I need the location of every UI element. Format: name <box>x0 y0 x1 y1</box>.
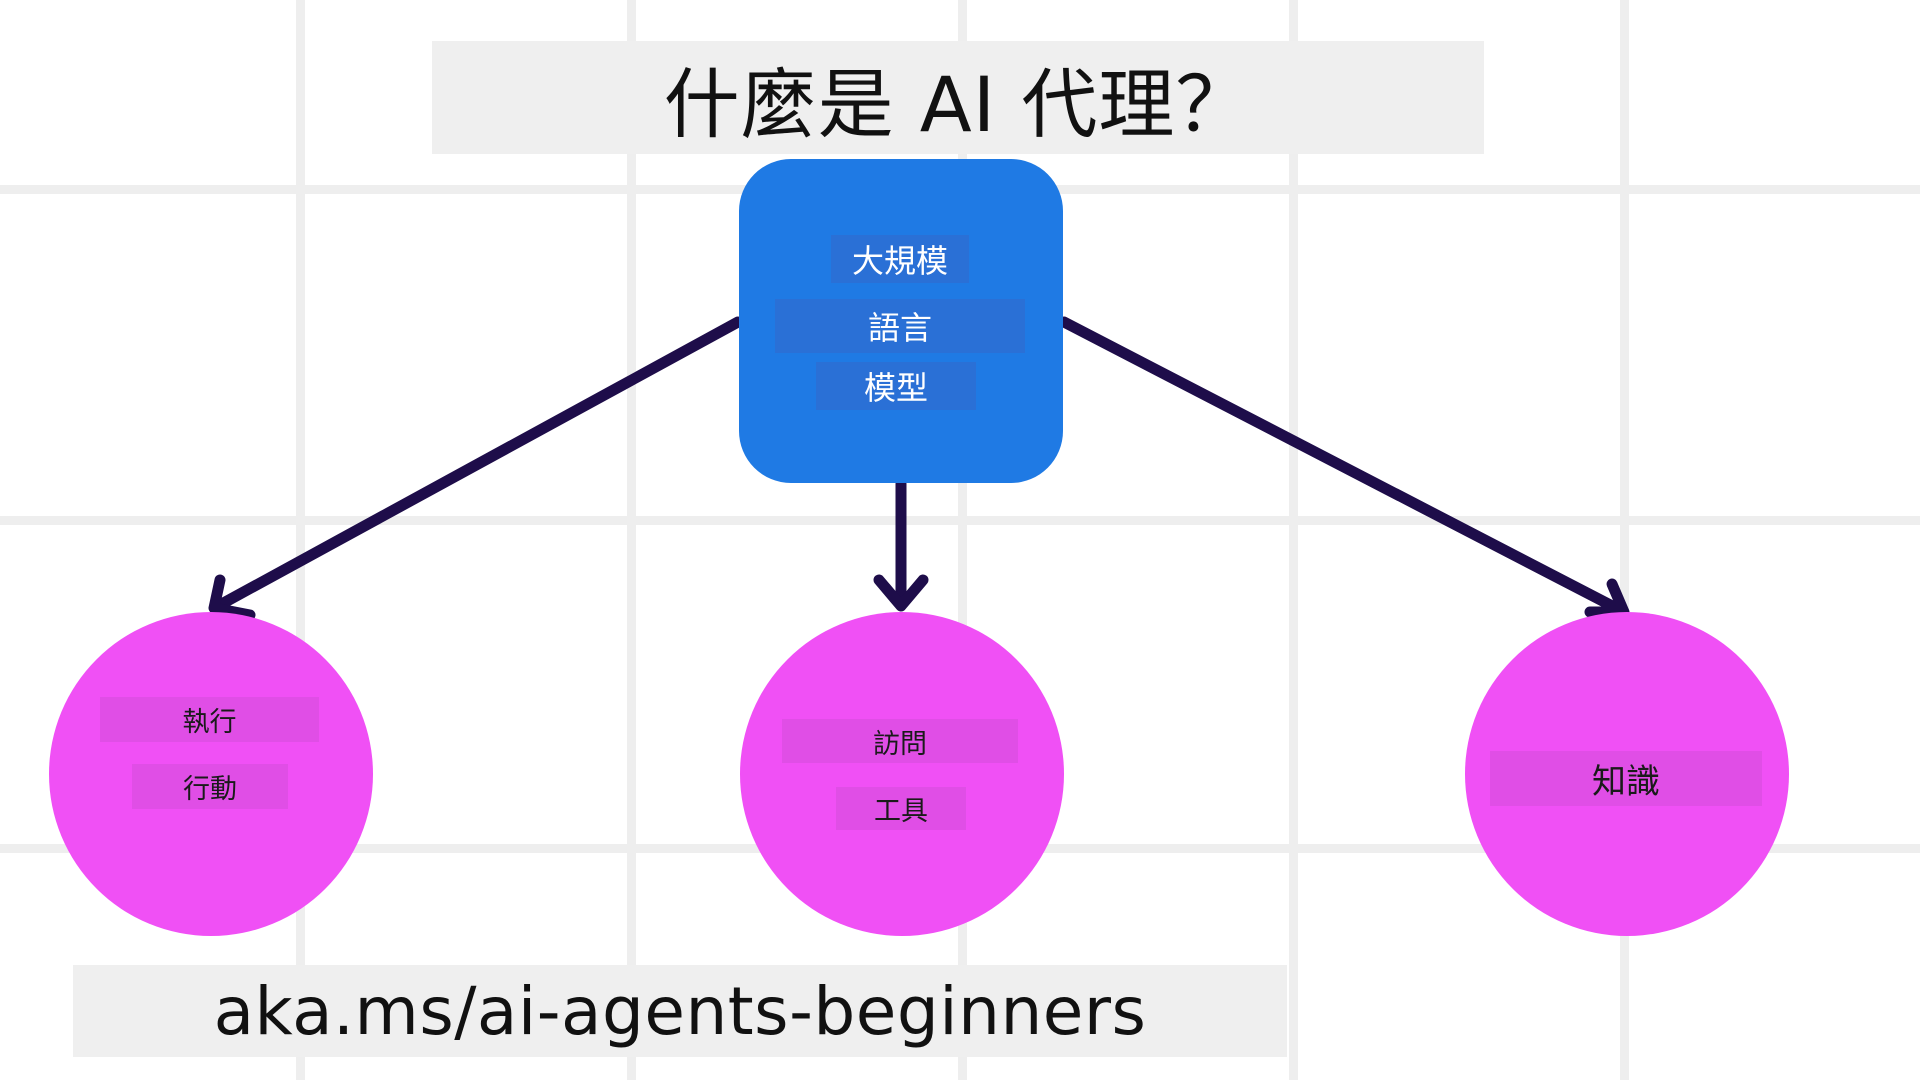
knowledge-label: 知識 <box>1490 751 1762 806</box>
action-label-line-1: 執行 <box>100 697 319 742</box>
action-label-line-2: 行動 <box>132 764 288 809</box>
tools-node: 訪問 工具 <box>740 612 1064 936</box>
arrowhead-action <box>208 574 256 621</box>
llm-label-line-3: 模型 <box>816 362 976 410</box>
llm-label-line-1: 大規模 <box>831 235 969 283</box>
grid-line <box>0 516 1920 525</box>
tools-label-line-2: 工具 <box>836 787 966 830</box>
grid-line <box>958 0 967 1080</box>
llm-label-line-2: 語言 <box>775 299 1025 353</box>
footer-banner: aka.ms/ai-agents-beginners <box>73 965 1287 1057</box>
arrow-to-knowledge <box>1058 316 1626 616</box>
title-banner: 什麼是 AI 代理？ <box>432 41 1484 154</box>
grid-line <box>1289 0 1298 1080</box>
arrowhead-tools <box>873 574 929 612</box>
arrow-to-action <box>212 316 744 612</box>
grid-line <box>296 0 305 1080</box>
grid-line <box>1620 0 1629 1080</box>
llm-node: 大規模 語言 模型 <box>739 159 1063 483</box>
page-title: 什麼是 AI 代理？ <box>663 59 1253 149</box>
grid-line <box>627 0 636 1080</box>
footer-url: aka.ms/ai-agents-beginners <box>213 972 1147 1050</box>
action-node: 執行 行動 <box>49 612 373 936</box>
knowledge-node: 知識 <box>1465 612 1789 936</box>
tools-label-line-1: 訪問 <box>782 719 1018 763</box>
